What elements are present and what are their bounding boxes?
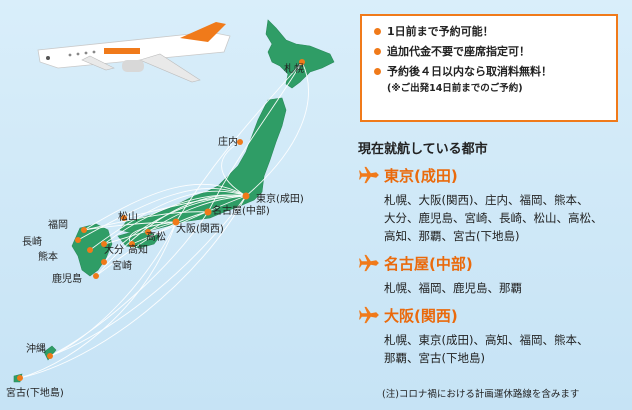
label-takamatsu: 高松 [146, 230, 166, 243]
routes-heading: 現在就航している都市 [358, 142, 488, 157]
hub-title: 大阪(関西) [358, 305, 628, 325]
label-kumamoto: 熊本 [38, 250, 58, 263]
label-kagoshima: 鹿児島 [52, 272, 82, 285]
marker-miyako [17, 375, 23, 381]
marker-okinawa [47, 353, 53, 359]
label-fukuoka: 福岡 [48, 218, 68, 231]
label-okinawa: 沖縄 [26, 342, 46, 355]
marker-kochi [129, 241, 135, 247]
feature-item: 1日前まで予約可能！ [374, 24, 606, 39]
city-labels: 札幌 庄内 東京(成田) 名古屋(中部) 大阪(関西) 松山 高松 福岡 長崎 … [6, 62, 304, 399]
marker-matsuyama [121, 215, 127, 221]
marker-takamatsu [145, 229, 151, 235]
hub-nagoya: 名古屋(中部) 札幌、福岡、鹿児島、那覇 [358, 253, 628, 297]
features-note: (※ご出発14日前までのご予約) [387, 83, 523, 94]
label-miyako: 宮古(下地島) [6, 386, 64, 399]
hub-destinations: 札幌、東京(成田)、高知、福岡、熊本、 那覇、宮古(下地島) [384, 333, 589, 365]
bullet-icon [374, 48, 381, 55]
label-oita: 大分 [104, 243, 124, 256]
airplane-illustration [37, 22, 231, 83]
marker-shonai [237, 139, 243, 145]
marker-nagoya [204, 208, 212, 216]
label-nagoya: 名古屋(中部) [212, 204, 270, 217]
marker-oita [101, 241, 107, 247]
airplane-icon [359, 306, 379, 324]
hub-tokyo: 東京(成田) 札幌、大阪(関西)、庄内、福岡、熊本、 大分、鹿児島、宮崎、長崎、… [358, 165, 628, 245]
marker-kagoshima [93, 273, 99, 279]
hub-title: 名古屋(中部) [358, 253, 628, 273]
hub-destinations: 札幌、大阪(関西)、庄内、福岡、熊本、 大分、鹿児島、宮崎、長崎、松山、高松、 … [384, 193, 603, 243]
label-kochi: 高知 [128, 243, 148, 256]
label-shonai: 庄内 [218, 135, 238, 148]
hokkaido-shape [265, 19, 335, 89]
label-miyazaki: 宮崎 [112, 259, 132, 272]
label-tokyo: 東京(成田) [256, 192, 304, 205]
label-nagasaki: 長崎 [22, 235, 42, 248]
marker-tokyo [242, 192, 250, 200]
airplane-icon [359, 254, 379, 272]
routes-list: 現在就航している都市 東京(成田) 札幌、大阪(関西)、庄内、福岡、熊本、 大分… [358, 138, 628, 375]
hub-title: 東京(成田) [358, 165, 628, 185]
footnote: (注)コロナ禍における計画運休路線を含みます [382, 389, 580, 400]
feature-item: 追加代金不要で座席指定可！ [374, 44, 606, 59]
route-lines [19, 61, 309, 379]
airplane-icon [359, 166, 379, 184]
bullet-icon [374, 68, 381, 75]
features-box: 1日前まで予約可能！ 追加代金不要で座席指定可！ 予約後４日以内なら取消料無料！… [360, 14, 618, 122]
label-sapporo: 札幌 [284, 62, 304, 75]
hub-destinations: 札幌、福岡、鹿児島、那覇 [384, 281, 522, 295]
marker-sapporo [299, 59, 305, 65]
hub-osaka: 大阪(関西) 札幌、東京(成田)、高知、福岡、熊本、 那覇、宮古(下地島) [358, 305, 628, 367]
feature-item: 予約後４日以内なら取消料無料！ [374, 64, 606, 79]
label-matsuyama: 松山 [118, 210, 138, 223]
label-osaka: 大阪(関西) [176, 222, 224, 235]
marker-fukuoka [81, 227, 87, 233]
marker-osaka [172, 218, 180, 226]
city-markers [17, 59, 305, 381]
marker-kumamoto [87, 247, 93, 253]
marker-miyazaki [101, 259, 107, 265]
marker-nagasaki [75, 237, 81, 243]
bullet-icon [374, 28, 381, 35]
